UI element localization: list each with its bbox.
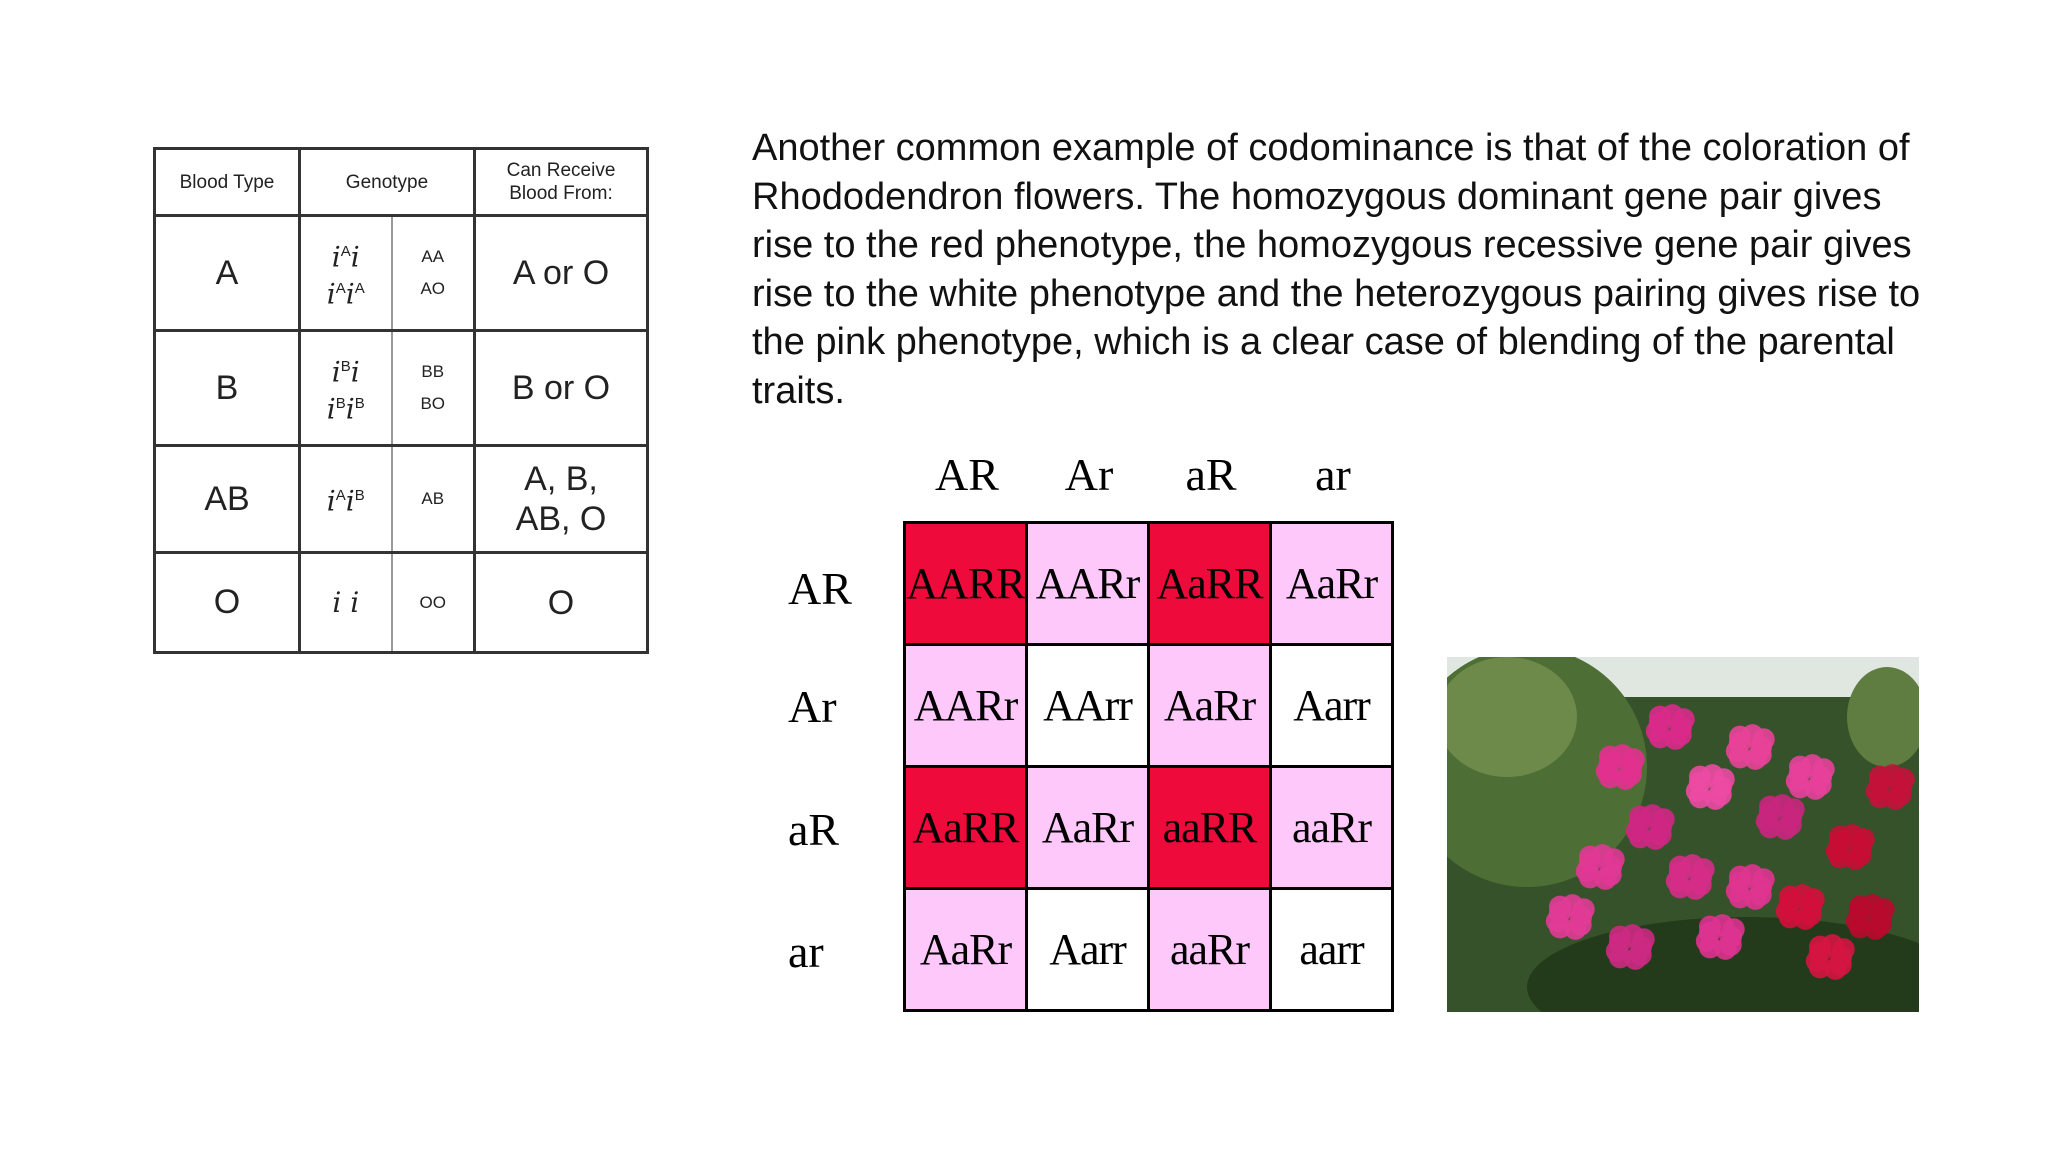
blossom-petal	[1722, 918, 1745, 941]
table-header-row: Blood Type Genotype Can Receive Blood Fr…	[153, 147, 649, 217]
can-receive-cell: B or O	[473, 329, 649, 447]
blossom-petal	[1892, 768, 1915, 791]
punnett-cell: AaRR	[1147, 521, 1272, 646]
blossom-petal	[1632, 928, 1655, 951]
blossom-petal	[1602, 848, 1625, 871]
header-can-receive-line1: Can Receive	[506, 160, 616, 181]
can-receive-cell: O	[473, 551, 649, 654]
blossom-petal	[1572, 898, 1595, 921]
punnett-square: AARR AARr AaRR AaRr AARr AArr AaRr Aarr …	[903, 521, 1394, 1012]
punnett-cell: Aarr	[1269, 643, 1394, 768]
blossom-petal	[1872, 898, 1895, 921]
punnett-row: AaRr Aarr aaRr aarr	[903, 887, 1394, 1012]
punnett-cell: AARR	[903, 521, 1028, 646]
punnett-row: AaRR AaRr aaRR aaRr	[903, 765, 1394, 890]
blossom-petal	[1832, 938, 1855, 961]
punnett-cell: AArr	[1025, 643, 1150, 768]
punnett-column-header: aR	[1185, 449, 1237, 500]
blossom-petal	[1712, 768, 1735, 791]
header-genotype: Genotype	[298, 147, 476, 217]
punnett-row-header: Ar	[788, 681, 837, 732]
blossom-petal	[1852, 828, 1875, 851]
punnett-cell: AARr	[1025, 521, 1150, 646]
punnett-row-header: AR	[788, 563, 852, 614]
punnett-cell: aarr	[1269, 887, 1394, 1012]
punnett-cell: Aarr	[1025, 887, 1150, 1012]
blood-type-cell: B	[153, 329, 301, 447]
genotype-symbol-cell: iAiB	[298, 444, 393, 554]
punnett-row: AARR AARr AaRR AaRr	[903, 521, 1394, 646]
punnett-row-header: aR	[788, 804, 840, 855]
genotype-code-cell: OO	[390, 551, 476, 654]
punnett-row-header: ar	[788, 926, 824, 977]
blossom-petal	[1622, 748, 1645, 771]
punnett-column-header: ar	[1315, 449, 1351, 500]
blood-type-table: Blood Type Genotype Can Receive Blood Fr…	[153, 147, 649, 654]
punnett-cell: aaRr	[1147, 887, 1272, 1012]
can-receive-cell: A or O	[473, 214, 649, 332]
blossom-petal	[1782, 798, 1805, 821]
header-blood-type: Blood Type	[153, 147, 301, 217]
punnett-column-header: Ar	[1064, 449, 1114, 500]
header-can-receive: Can Receive Blood From:	[473, 147, 649, 217]
blossom-petal	[1802, 888, 1825, 911]
codominance-paragraph: Another common example of codominance is…	[752, 127, 1921, 412]
blossom-petal	[1652, 808, 1675, 831]
genotype-symbol-cell: iAi iAiA	[298, 214, 393, 332]
punnett-cell: AaRr	[1269, 521, 1394, 646]
table-row: AB iAiB AB A, B,AB, O	[153, 444, 649, 554]
blossom-petal	[1672, 708, 1695, 731]
genotype-code-cell: AB	[390, 444, 476, 554]
punnett-cell: aaRR	[1147, 765, 1272, 890]
genotype-symbol-cell: i i	[298, 551, 393, 654]
header-can-receive-line2: Blood From:	[509, 183, 613, 204]
blossom-petal	[1752, 728, 1775, 751]
punnett-cell: aaRr	[1269, 765, 1394, 890]
genotype-symbol-cell: iBi iBiB	[298, 329, 393, 447]
blood-type-cell: A	[153, 214, 301, 332]
punnett-column-header: AR	[935, 449, 999, 500]
blood-type-cell: AB	[153, 444, 301, 554]
punnett-cell: AaRr	[1147, 643, 1272, 768]
punnett-cell: AaRR	[903, 765, 1028, 890]
punnett-cell: AARr	[903, 643, 1028, 768]
blood-type-cell: O	[153, 551, 301, 654]
table-row: O i i OO O	[153, 551, 649, 654]
punnett-cell: AaRr	[1025, 765, 1150, 890]
rhododendron-illustration	[1447, 657, 1919, 1012]
rhododendron-flowers-photo	[1447, 657, 1919, 1012]
blossom-petal	[1692, 858, 1715, 881]
punnett-cell: AaRr	[903, 887, 1028, 1012]
blossom-petal	[1752, 868, 1775, 891]
blossom-petal	[1812, 758, 1835, 781]
can-receive-cell: A, B,AB, O	[473, 444, 649, 554]
punnett-row: AARr AArr AaRr Aarr	[903, 643, 1394, 768]
